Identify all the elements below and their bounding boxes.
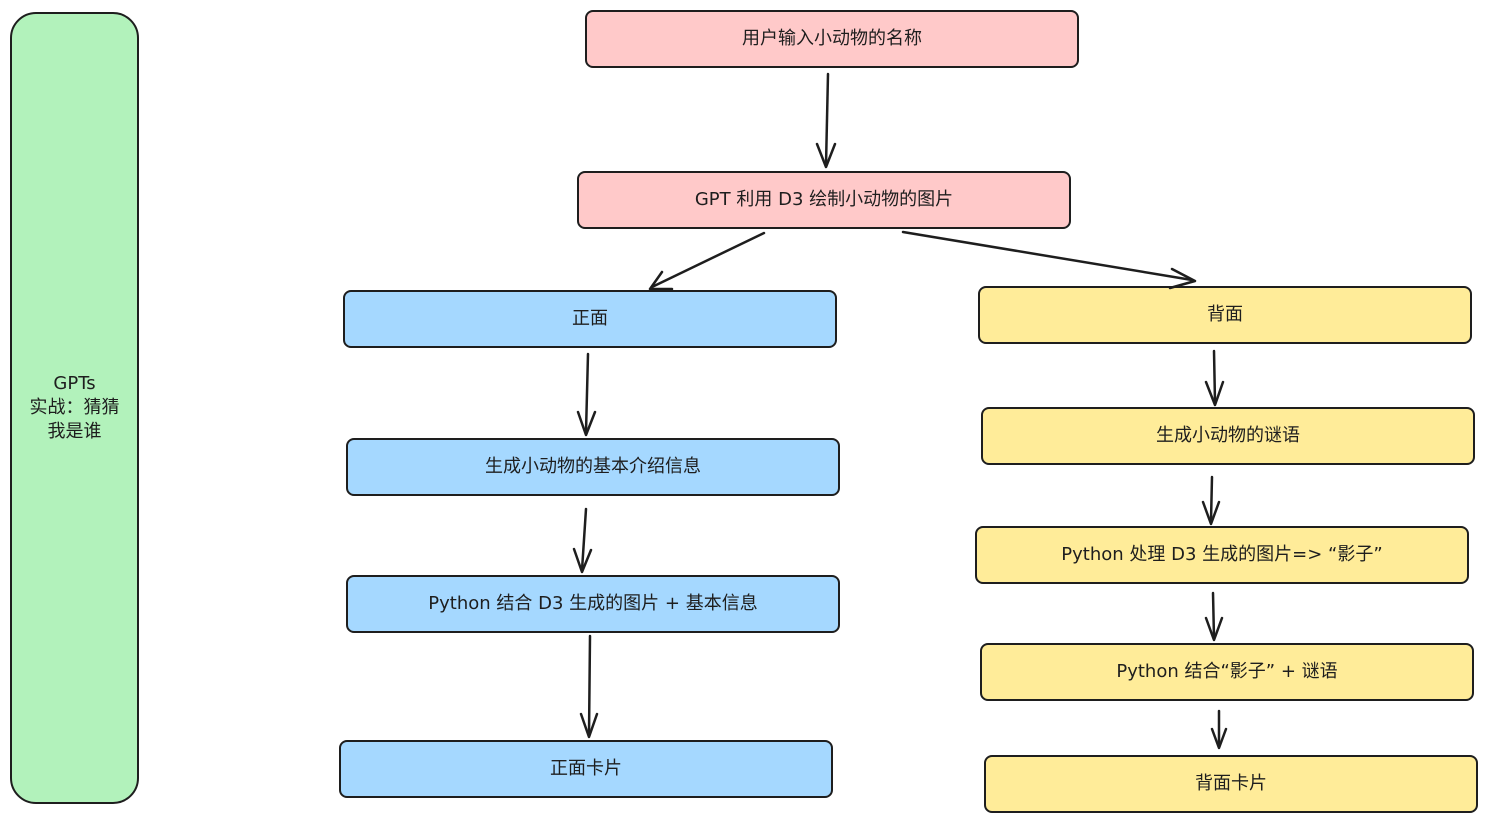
node-back-card-label: 背面卡片 [1195, 772, 1267, 794]
node-front-card[interactable]: 正面卡片 [339, 740, 833, 798]
node-front-combine-label: Python 结合 D3 生成的图片 + 基本信息 [428, 592, 758, 614]
side-panel-line-3: 我是谁 [47, 421, 102, 443]
node-front-intro-label: 生成小动物的基本介绍信息 [485, 455, 701, 477]
arrow-gpt-to-front [648, 231, 766, 291]
node-back-shadow[interactable]: Python 处理 D3 生成的图片=> “影子” [975, 526, 1469, 584]
node-back[interactable]: 背面 [978, 286, 1472, 344]
node-input-name[interactable]: 用户输入小动物的名称 [585, 10, 1079, 68]
node-back-card[interactable]: 背面卡片 [984, 755, 1478, 813]
arrow-back-to-riddle [1204, 349, 1225, 407]
node-back-label: 背面 [1207, 303, 1243, 325]
arrow-riddle-to-shadow [1201, 475, 1221, 526]
node-front-combine[interactable]: Python 结合 D3 生成的图片 + 基本信息 [346, 575, 840, 633]
node-input-name-label: 用户输入小动物的名称 [742, 27, 922, 49]
arrow-input-to-gpt [815, 72, 837, 169]
side-panel-line-1: GPTs [53, 372, 96, 394]
node-back-combine-label: Python 结合“影子” + 谜语 [1116, 660, 1338, 682]
node-back-riddle[interactable]: 生成小动物的谜语 [981, 407, 1475, 465]
node-gpt-draw-label: GPT 利用 D3 绘制小动物的图片 [694, 188, 954, 210]
arrow-intro-to-combine [572, 507, 593, 574]
arrow-front-to-intro [576, 352, 597, 437]
node-front[interactable]: 正面 [343, 290, 837, 348]
arrow-combine-to-front-card [579, 634, 599, 739]
node-front-card-label: 正面卡片 [550, 757, 622, 779]
node-back-shadow-label: Python 处理 D3 生成的图片=> “影子” [1061, 543, 1383, 565]
side-panel-title: GPTs 实战：猜猜 我是谁 [10, 12, 139, 804]
arrow-gpt-to-back [901, 230, 1197, 290]
node-front-intro[interactable]: 生成小动物的基本介绍信息 [346, 438, 840, 496]
node-back-riddle-label: 生成小动物的谜语 [1156, 424, 1300, 446]
arrow-combine-to-back-card [1210, 709, 1228, 750]
arrow-shadow-to-combine [1204, 591, 1224, 642]
node-front-label: 正面 [572, 307, 608, 329]
node-back-combine[interactable]: Python 结合“影子” + 谜语 [980, 643, 1474, 701]
node-gpt-draw[interactable]: GPT 利用 D3 绘制小动物的图片 [577, 171, 1071, 229]
side-panel-line-2: 实战：猜猜 [29, 396, 120, 418]
